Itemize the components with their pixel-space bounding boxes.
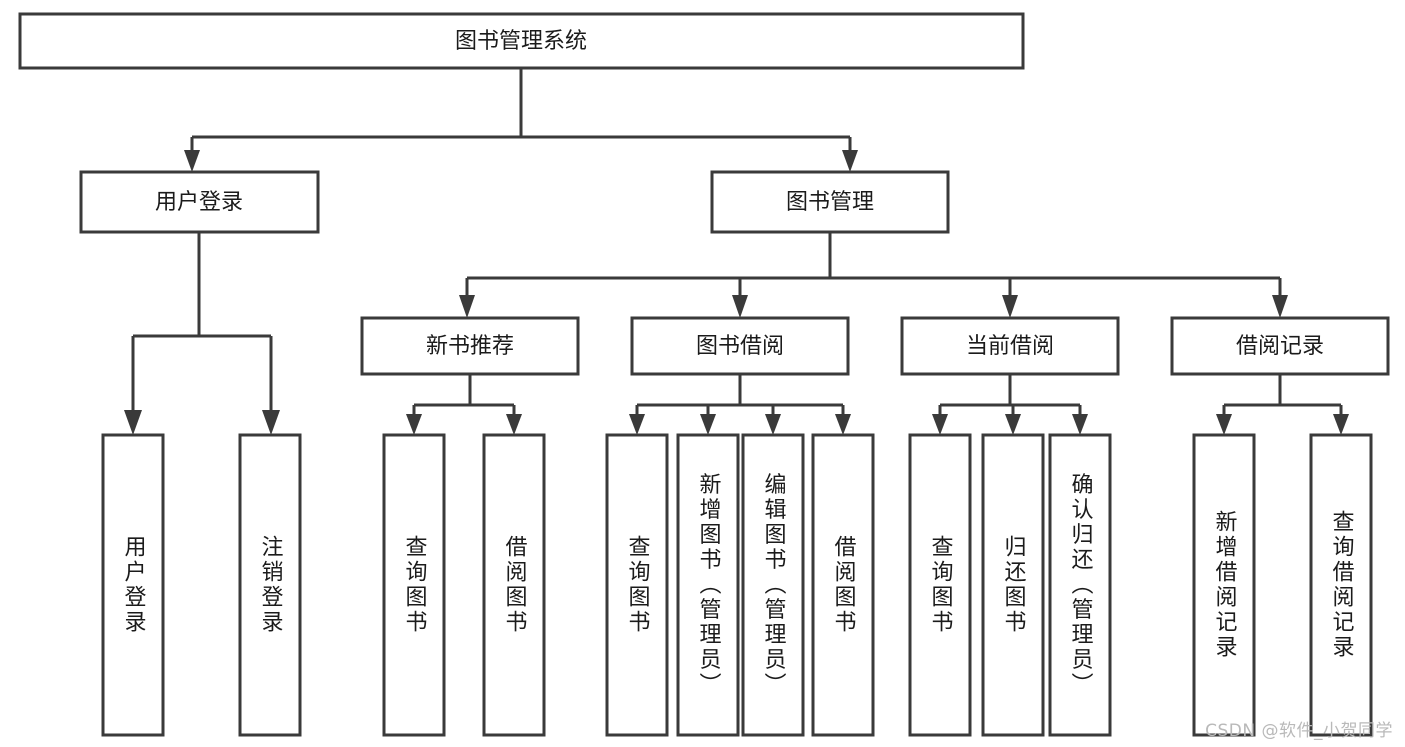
arrow-head-leaf-logout: [262, 410, 280, 435]
node-box-borrow-record[interactable]: [1170, 316, 1390, 376]
node-box-leaf-add-book[interactable]: [676, 433, 740, 737]
node-box-leaf-add-record[interactable]: [1192, 433, 1256, 737]
node-label-current-borrow: 当前借阅: [966, 334, 1054, 359]
node-box-book-borrow[interactable]: [630, 316, 850, 376]
node-box-leaf-confirm-return[interactable]: [1048, 433, 1112, 737]
node-book-manage[interactable]: 图书管理: [710, 170, 950, 234]
node-leaf-query-book-2[interactable]: 查询图书: [605, 433, 669, 737]
node-leaf-borrow-book-1[interactable]: 借阅图书: [482, 433, 546, 737]
node-box-user-login[interactable]: [79, 170, 320, 234]
node-label-leaf-borrow-book-1: 借阅图书: [502, 535, 528, 635]
node-label-root: 图书管理系统: [455, 29, 587, 54]
node-box-leaf-user-login[interactable]: [101, 433, 165, 737]
node-box-leaf-return-book[interactable]: [981, 433, 1045, 737]
node-box-new-book-rec[interactable]: [360, 316, 580, 376]
node-label-leaf-logout: 注销登录: [258, 535, 284, 635]
node-box-leaf-edit-book[interactable]: [741, 433, 805, 737]
arrow-head-leaf-return-book: [1005, 414, 1021, 435]
node-leaf-query-record[interactable]: 查询借阅记录: [1309, 433, 1373, 737]
arrow-head-leaf-query-book-1: [406, 414, 422, 435]
node-book-borrow[interactable]: 图书借阅: [630, 316, 850, 376]
connector-group-root: [184, 68, 858, 172]
arrow-head-borrow-record: [1272, 295, 1288, 318]
node-label-leaf-query-book-2: 查询图书: [625, 535, 651, 635]
connector-group-user-login: [124, 232, 280, 435]
connector-root-to-level2: [190, 68, 852, 156]
node-box-leaf-query-book-3[interactable]: [908, 433, 972, 737]
node-leaf-add-book[interactable]: 新增图书（管理员）: [676, 433, 740, 737]
arrow-head-leaf-user-login: [124, 410, 142, 435]
node-label-borrow-record: 借阅记录: [1236, 334, 1324, 359]
node-label-leaf-query-record: 查询借阅记录: [1329, 510, 1355, 660]
node-label-book-manage: 图书管理: [786, 190, 874, 215]
connector-group-book-borrow: [629, 374, 851, 435]
node-box-leaf-query-book-2[interactable]: [605, 433, 669, 737]
arrow-head-leaf-edit-book: [765, 414, 781, 435]
node-box-leaf-query-book-1[interactable]: [382, 433, 446, 737]
node-label-new-book-rec: 新书推荐: [426, 334, 514, 359]
node-leaf-borrow-book-2[interactable]: 借阅图书: [811, 433, 875, 737]
node-leaf-edit-book[interactable]: 编辑图书（管理员）: [741, 433, 805, 737]
node-label-leaf-add-record: 新增借阅记录: [1212, 510, 1238, 660]
connector-group-book-manage: [459, 232, 1288, 318]
node-current-borrow[interactable]: 当前借阅: [900, 316, 1120, 376]
arrow-head-leaf-borrow-book-1: [506, 414, 522, 435]
node-label-leaf-confirm-return: 确认归还（管理员）: [1068, 473, 1094, 698]
node-leaf-confirm-return[interactable]: 确认归还（管理员）: [1048, 433, 1112, 737]
node-label-leaf-user-login: 用户登录: [121, 535, 147, 635]
arrow-head-leaf-confirm-return: [1072, 414, 1088, 435]
node-leaf-query-book-3[interactable]: 查询图书: [908, 433, 972, 737]
arrow-head-leaf-query-book-3: [932, 414, 948, 435]
arrow-head-leaf-query-book-2: [629, 414, 645, 435]
arrow-head-book-borrow: [732, 295, 748, 318]
connector-new-book-rec-children: [412, 374, 516, 418]
connector-book-borrow-children: [635, 374, 845, 418]
node-label-leaf-query-book-1: 查询图书: [402, 535, 428, 635]
connector-borrow-record-children: [1222, 374, 1343, 418]
node-box-book-manage[interactable]: [710, 170, 950, 234]
node-label-book-borrow: 图书借阅: [696, 334, 784, 359]
arrow-head-new-book-rec: [459, 295, 475, 318]
node-label-leaf-edit-book: 编辑图书（管理员）: [761, 473, 787, 698]
connector-book-manage-children: [465, 232, 1282, 300]
arrow-head-leaf-add-record: [1216, 414, 1232, 435]
node-box-root[interactable]: [18, 12, 1025, 70]
connector-group-current-borrow: [932, 374, 1088, 435]
node-leaf-user-login[interactable]: 用户登录: [101, 433, 165, 737]
arrow-head-current-borrow: [1002, 295, 1018, 318]
connector-group-borrow-record: [1216, 374, 1349, 435]
node-new-book-rec[interactable]: 新书推荐: [360, 316, 580, 376]
node-leaf-logout[interactable]: 注销登录: [238, 433, 302, 737]
node-leaf-query-book-1[interactable]: 查询图书: [382, 433, 446, 737]
arrow-head-leaf-borrow-book-2: [835, 414, 851, 435]
node-box-leaf-borrow-book-2[interactable]: [811, 433, 875, 737]
node-root[interactable]: 图书管理系统: [18, 12, 1025, 70]
node-label-leaf-return-book: 归还图书: [1001, 535, 1027, 635]
arrow-head-leaf-add-book: [700, 414, 716, 435]
node-box-current-borrow[interactable]: [900, 316, 1120, 376]
node-leaf-return-book[interactable]: 归还图书: [981, 433, 1045, 737]
connector-group-new-book-rec: [406, 374, 522, 435]
node-label-leaf-borrow-book-2: 借阅图书: [831, 535, 857, 635]
node-label-leaf-add-book: 新增图书（管理员）: [696, 473, 722, 698]
node-leaf-add-record[interactable]: 新增借阅记录: [1192, 433, 1256, 737]
node-label-leaf-query-book-3: 查询图书: [928, 535, 954, 635]
node-box-leaf-borrow-book-1[interactable]: [482, 433, 546, 737]
node-borrow-record[interactable]: 借阅记录: [1170, 316, 1390, 376]
arrow-head-book-manage: [842, 150, 858, 172]
node-label-user-login: 用户登录: [155, 190, 243, 215]
arrow-head-leaf-query-record: [1333, 414, 1349, 435]
node-box-leaf-logout[interactable]: [238, 433, 302, 737]
connector-user-login-children: [131, 232, 273, 415]
node-box-leaf-query-record[interactable]: [1309, 433, 1373, 737]
node-user-login[interactable]: 用户登录: [79, 170, 320, 234]
connector-current-borrow-children: [938, 374, 1082, 418]
arrow-head-user-login: [184, 150, 200, 172]
